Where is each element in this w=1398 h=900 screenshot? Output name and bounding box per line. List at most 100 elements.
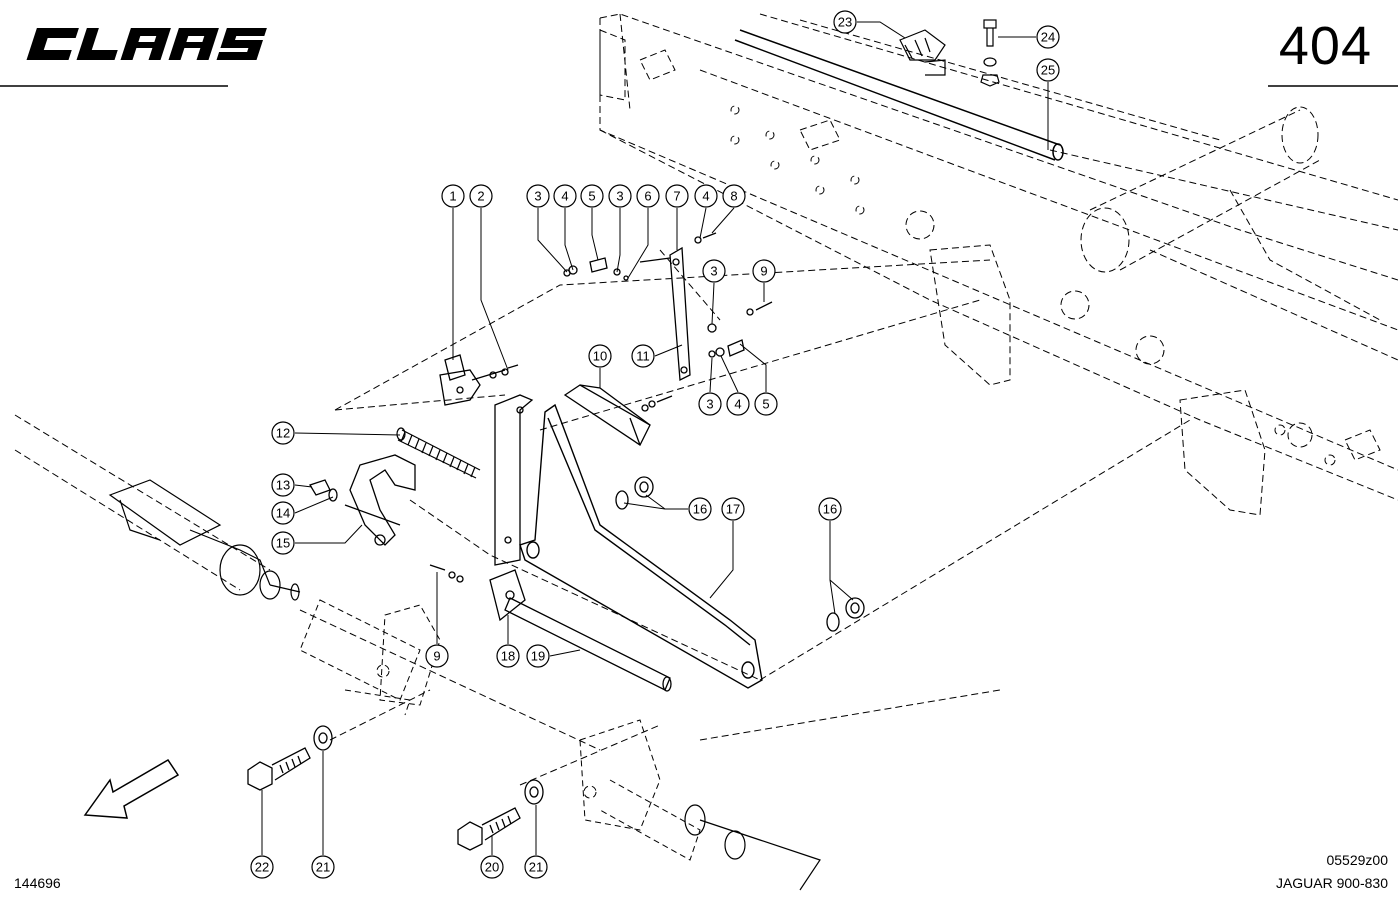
callout-label: 3 bbox=[616, 189, 623, 204]
callout-label: 19 bbox=[531, 649, 545, 664]
callout-label: 24 bbox=[1041, 30, 1055, 45]
callout-label: 16 bbox=[693, 502, 707, 517]
callout-circle bbox=[636, 184, 660, 208]
callout-4a: 4 bbox=[553, 184, 577, 208]
callout-9a: 9 bbox=[752, 259, 776, 283]
callout-label: 4 bbox=[702, 189, 709, 204]
leader-line-14 bbox=[294, 496, 334, 514]
bolt-20 bbox=[457, 807, 521, 851]
callout-7: 7 bbox=[665, 184, 689, 208]
callout-5a: 5 bbox=[580, 184, 604, 208]
leader-line-4a bbox=[564, 208, 574, 271]
leader-line-23 bbox=[857, 21, 906, 39]
leader-line-4b bbox=[699, 207, 707, 239]
callout-13: 13 bbox=[271, 473, 295, 497]
leader-line-13 bbox=[294, 484, 313, 488]
callout-circle bbox=[608, 184, 632, 208]
callout-label: 13 bbox=[276, 478, 290, 493]
machine-model: JAGUAR 900-830 bbox=[1275, 875, 1388, 891]
callout-label: 21 bbox=[316, 860, 330, 875]
callout-circle bbox=[524, 855, 548, 879]
callout-label: 5 bbox=[762, 397, 769, 412]
callout-label: 3 bbox=[534, 189, 541, 204]
callout-19: 19 bbox=[526, 644, 550, 668]
callout-circle bbox=[1036, 58, 1060, 82]
callout-9b: 9 bbox=[425, 644, 449, 668]
callout-24: 24 bbox=[1036, 25, 1060, 49]
drive-shafts bbox=[299, 599, 701, 861]
callout-11: 11 bbox=[631, 344, 655, 368]
claas-logo bbox=[26, 28, 267, 60]
callout-circle bbox=[721, 497, 745, 521]
left-shaft-couplings bbox=[108, 479, 821, 891]
clamp-23 bbox=[899, 29, 946, 76]
leader-line-4c bbox=[720, 355, 739, 393]
callout-circle bbox=[698, 392, 722, 416]
callout-22: 22 bbox=[250, 855, 274, 879]
washers-21 bbox=[313, 725, 544, 805]
callout-23: 23 bbox=[833, 10, 857, 34]
callout-circle bbox=[694, 184, 718, 208]
rod-25 bbox=[734, 29, 1064, 161]
leader-line-19 bbox=[549, 649, 581, 657]
callout-15: 15 bbox=[271, 531, 295, 555]
leader-line-16a bbox=[623, 502, 688, 510]
callout-label: 5 bbox=[588, 189, 595, 204]
callout-21a: 21 bbox=[311, 855, 335, 879]
callout-4c: 4 bbox=[726, 392, 750, 416]
leader-line-5b bbox=[739, 343, 767, 392]
callout-circle bbox=[726, 392, 750, 416]
callout-circle bbox=[496, 644, 520, 668]
callout-circle bbox=[271, 421, 295, 445]
callout-14: 14 bbox=[271, 501, 295, 525]
leader-line-5a bbox=[591, 208, 599, 261]
callout-label: 12 bbox=[276, 426, 290, 441]
callout-label: 15 bbox=[276, 536, 290, 551]
callout-circle bbox=[722, 184, 746, 208]
sensor-1 bbox=[439, 354, 519, 406]
plate-10 bbox=[563, 384, 651, 446]
callout-3b: 3 bbox=[608, 184, 632, 208]
callout-label: 22 bbox=[255, 860, 269, 875]
callout-10: 10 bbox=[588, 344, 612, 368]
callout-label: 7 bbox=[673, 189, 680, 204]
callout-circle bbox=[526, 184, 550, 208]
callout-circle bbox=[480, 855, 504, 879]
leader-line-17 bbox=[709, 521, 734, 599]
callout-circle bbox=[425, 644, 449, 668]
washers-16 bbox=[615, 476, 865, 632]
callout-6: 6 bbox=[636, 184, 660, 208]
bolt-22 bbox=[247, 747, 311, 791]
leader-line-6 bbox=[627, 208, 649, 279]
callout-circle bbox=[1036, 25, 1060, 49]
callout-label: 10 bbox=[593, 349, 607, 364]
callout-label: 3 bbox=[706, 397, 713, 412]
shaft-19 bbox=[429, 564, 672, 692]
callout-1: 1 bbox=[441, 184, 465, 208]
callout-5b: 5 bbox=[754, 392, 778, 416]
callout-17: 17 bbox=[721, 497, 745, 521]
callout-3d: 3 bbox=[698, 392, 722, 416]
callout-circle bbox=[311, 855, 335, 879]
spring-12 bbox=[396, 427, 481, 479]
leader-line-2 bbox=[480, 208, 509, 371]
callout-label: 17 bbox=[726, 502, 740, 517]
callout-circle bbox=[688, 497, 712, 521]
chassis-frame bbox=[599, 13, 1398, 516]
bracket-plate bbox=[494, 394, 534, 566]
callout-circle bbox=[702, 259, 726, 283]
callout-circle bbox=[271, 473, 295, 497]
leader-line-8 bbox=[711, 207, 735, 234]
callout-label: 23 bbox=[838, 15, 852, 30]
callout-label: 20 bbox=[485, 860, 499, 875]
callout-label: 25 bbox=[1041, 63, 1055, 78]
callout-circle bbox=[754, 392, 778, 416]
callout-circle bbox=[271, 531, 295, 555]
callout-4b: 4 bbox=[694, 184, 718, 208]
callout-25: 25 bbox=[1036, 58, 1060, 82]
callout-21b: 21 bbox=[524, 855, 548, 879]
callout-label: 14 bbox=[276, 506, 290, 521]
link-arm-17 bbox=[519, 403, 763, 689]
